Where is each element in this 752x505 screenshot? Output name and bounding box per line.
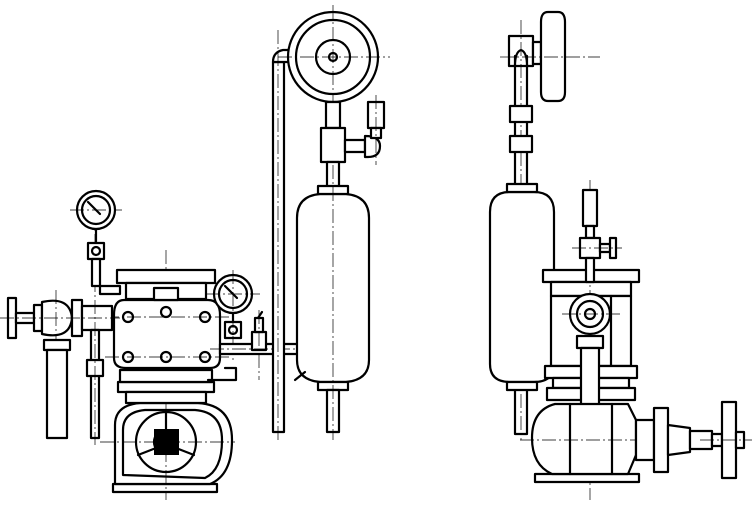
- side-view: [488, 10, 752, 500]
- test-valve: [572, 188, 622, 284]
- alarm-check-valve: [105, 268, 230, 370]
- angle-valve: [520, 402, 724, 484]
- supply-pipe: [271, 30, 294, 440]
- retarding-chamber: [293, 165, 371, 440]
- main-valve-body: [100, 250, 235, 500]
- drain-valve: [0, 290, 120, 346]
- water-motor-gong: [278, 5, 390, 130]
- test-valve: [319, 95, 386, 192]
- valve-flanges: [116, 368, 216, 405]
- gauge-tube: [85, 190, 105, 445]
- pressure-gauge: [70, 189, 122, 296]
- front-view: [0, 5, 390, 500]
- handwheel: [700, 400, 752, 480]
- retarding-chamber: [488, 182, 556, 392]
- drain-pipe: [42, 338, 72, 440]
